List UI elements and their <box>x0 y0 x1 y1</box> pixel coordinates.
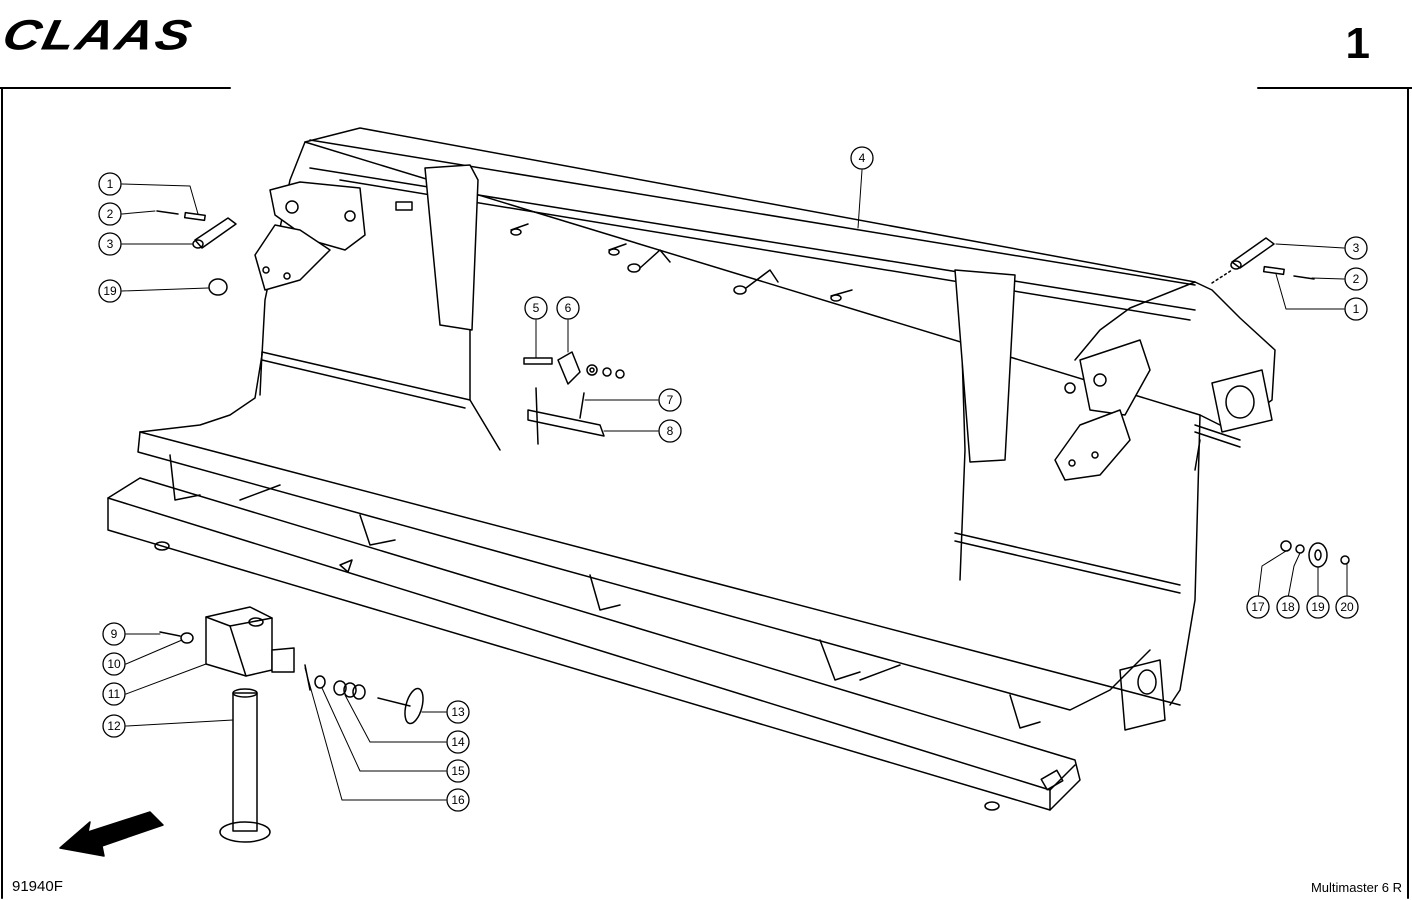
callout-7: 7 <box>667 393 674 407</box>
right-bearing-set <box>1280 540 1350 568</box>
callout-3-left: 3 <box>107 237 114 251</box>
callout-labels: 1 2 3 19 4 3 2 1 5 6 7 8 9 10 11 12 13 1… <box>103 151 1359 807</box>
callout-17: 17 <box>1251 600 1265 614</box>
model-name: Multimaster 6 R <box>1310 880 1402 895</box>
callout-9: 9 <box>111 627 118 641</box>
callout-1-left: 1 <box>107 177 114 191</box>
callout-3-right: 3 <box>1353 241 1360 255</box>
callout-8: 8 <box>667 424 674 438</box>
callout-19-right: 19 <box>1311 600 1325 614</box>
callout-16: 16 <box>451 793 465 807</box>
callout-19-left: 19 <box>103 284 117 298</box>
callout-15: 15 <box>451 764 465 778</box>
callout-14: 14 <box>451 735 465 749</box>
arrow-down-left-icon <box>59 811 164 857</box>
callout-18: 18 <box>1281 600 1295 614</box>
left-pin-set <box>156 210 237 296</box>
callout-20: 20 <box>1340 600 1354 614</box>
main-frame-assembly <box>107 127 1276 811</box>
leader-lines <box>121 169 1348 801</box>
callout-4: 4 <box>859 151 866 165</box>
jack-stand-set <box>159 606 424 843</box>
callout-1-right: 1 <box>1353 302 1360 316</box>
callout-2-left: 2 <box>107 207 114 221</box>
callout-2-right: 2 <box>1353 272 1360 286</box>
callout-12: 12 <box>107 719 121 733</box>
center-pin-set <box>523 351 625 445</box>
drawing-code: 91940F <box>12 878 63 895</box>
page-number: 1 <box>1345 19 1370 68</box>
callout-circles <box>98 146 1368 812</box>
callout-11: 11 <box>108 687 121 701</box>
callout-13: 13 <box>451 705 465 719</box>
callout-6: 6 <box>565 301 572 315</box>
callout-10: 10 <box>107 657 121 671</box>
callout-5: 5 <box>533 301 540 315</box>
right-pin-set <box>1211 237 1315 284</box>
